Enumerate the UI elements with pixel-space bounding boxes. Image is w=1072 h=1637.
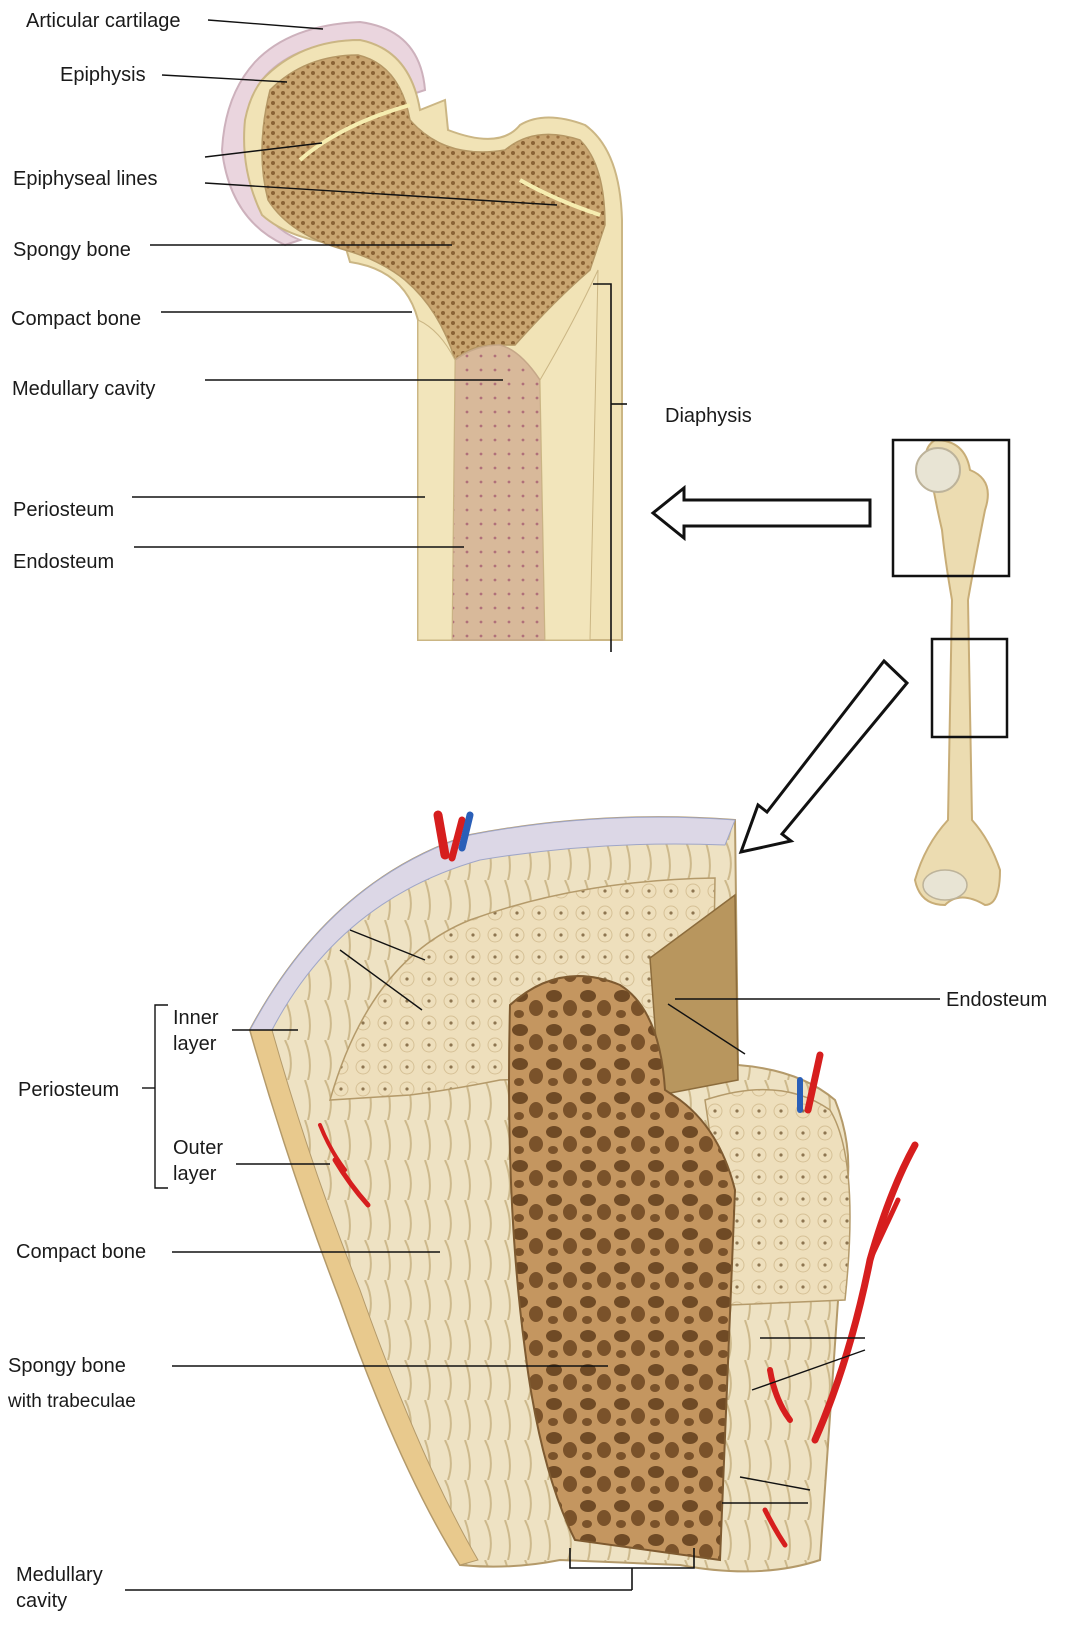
- femur-head-section: [222, 22, 627, 652]
- label-epiphyseal-lines: Epiphyseal lines: [13, 169, 158, 189]
- label-with-trabeculae: with trabeculae: [8, 1392, 136, 1411]
- label-medullary-1: Medullary: [16, 1565, 103, 1585]
- label-epiphysis: Epiphysis: [60, 65, 146, 85]
- label-periosteum-lower: Periosteum: [18, 1080, 119, 1100]
- label-inner-layer-1: Inner: [173, 1008, 219, 1028]
- label-endosteum: Endosteum: [13, 552, 114, 572]
- whole-femur-illustration: [893, 440, 1009, 905]
- label-periosteum: Periosteum: [13, 500, 114, 520]
- label-endosteum-lower: Endosteum: [946, 990, 1047, 1010]
- label-diaphysis: Diaphysis: [665, 406, 752, 426]
- label-outer-layer-1: Outer: [173, 1138, 223, 1158]
- compact-bone-wedge: [250, 817, 850, 1590]
- medullary-cavity-region: [452, 345, 545, 640]
- label-medullary-cavity: Medullary cavity: [12, 379, 155, 399]
- label-articular-cartilage: Articular cartilage: [26, 11, 181, 31]
- label-compact-bone: Compact bone: [11, 309, 141, 329]
- label-medullary-2: cavity: [16, 1591, 67, 1611]
- label-spongy-bone: Spongy bone: [13, 240, 131, 260]
- diagonal-arrow: [741, 661, 907, 852]
- label-spongy-bone-lower: Spongy bone: [8, 1356, 126, 1376]
- label-outer-layer-2: layer: [173, 1164, 216, 1184]
- label-inner-layer-2: layer: [173, 1034, 216, 1054]
- label-compact-bone-lower: Compact bone: [16, 1242, 146, 1262]
- left-arrow: [653, 488, 870, 538]
